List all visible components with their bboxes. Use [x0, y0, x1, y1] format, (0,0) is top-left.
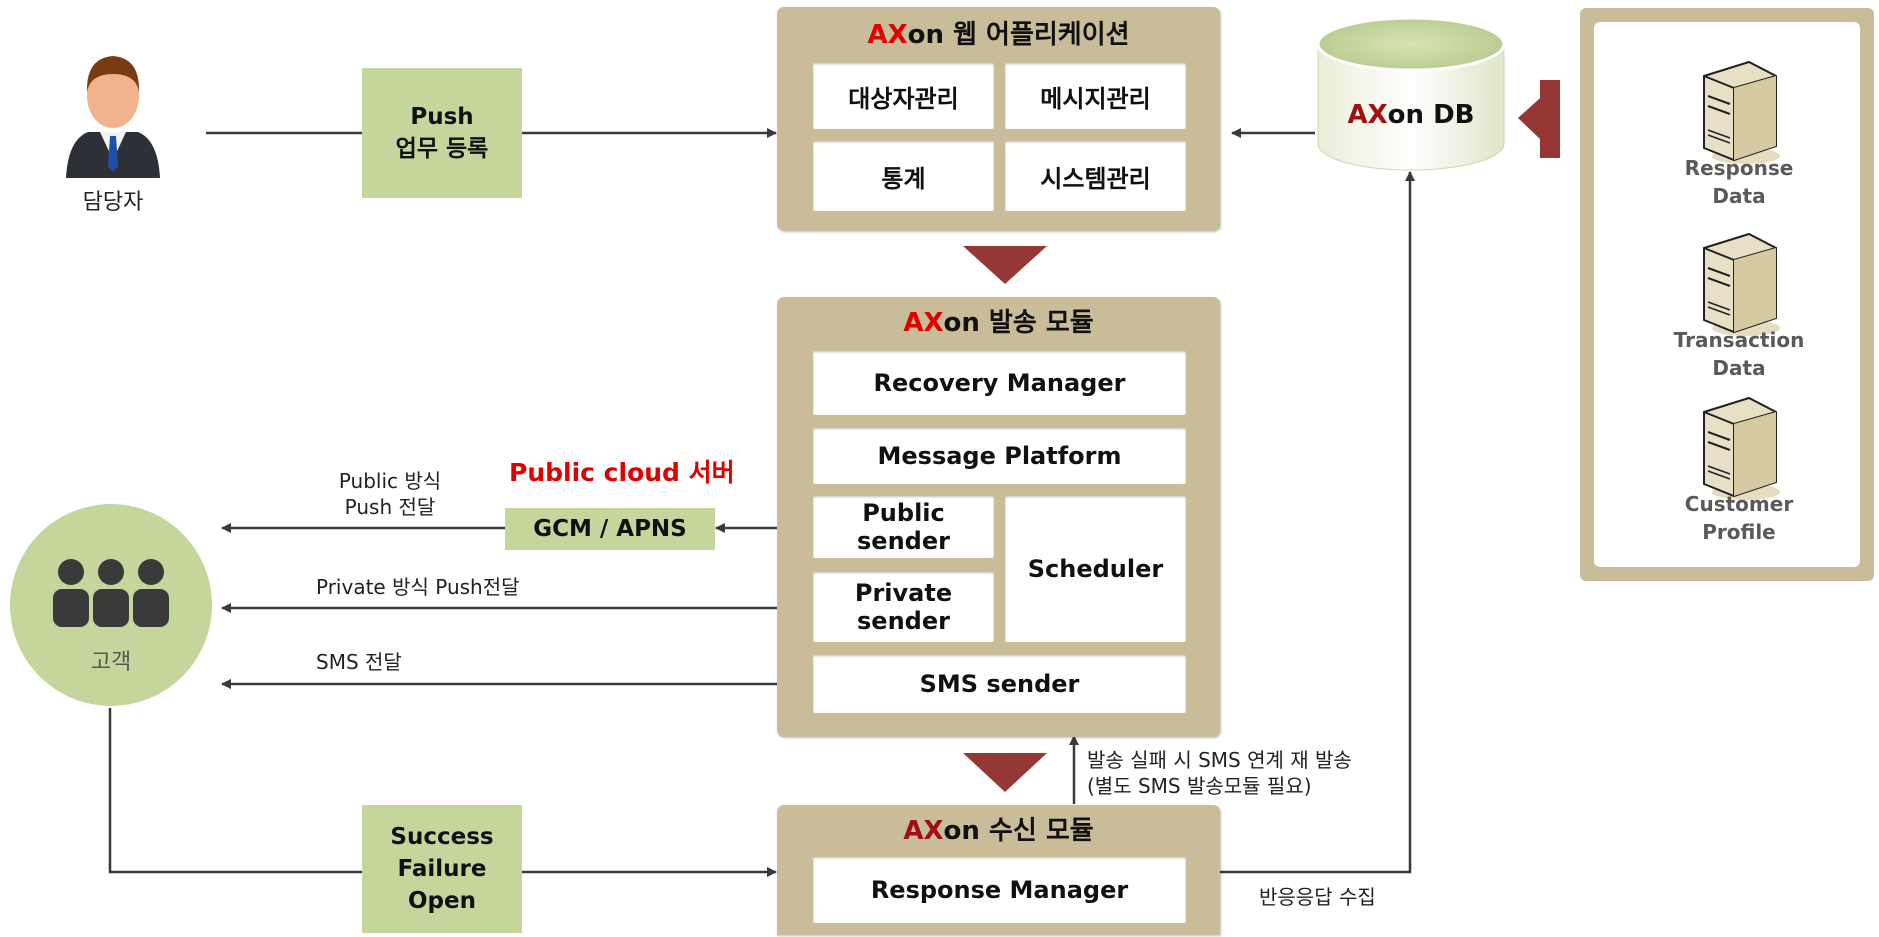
db-title-rest: on DB [1387, 100, 1475, 130]
web-app-title-ax: AX [867, 20, 908, 50]
person-icon [66, 56, 160, 178]
send-module-title-ax: AX [903, 308, 944, 338]
gcm-apns-label: GCM / APNS [533, 516, 687, 542]
db-title: AXon DB [1314, 100, 1508, 130]
sms-delivery-label: SMS 전달 [316, 650, 402, 674]
data-source-transaction: Transaction Data [1649, 326, 1829, 382]
edge-customer-to-receive [108, 708, 777, 877]
private-sender: Private sender [813, 572, 994, 642]
response-manager: Response Manager [813, 857, 1186, 923]
web-app-title-rest: on 웹 어플리케이션 [907, 20, 1130, 50]
data-source-response-line2: Data [1712, 184, 1766, 208]
flow-arrow-webapp-to-send [963, 246, 1047, 284]
public-push-label-line2: Push 전달 [344, 495, 436, 519]
recovery-manager: Recovery Manager [813, 351, 1186, 415]
manager-actor: 담당자 [58, 40, 168, 220]
public-push-label: Public 방식 Push 전달 [300, 468, 480, 520]
receive-module-title-ax: AX [903, 816, 944, 846]
private-push-label: Private 방식 Push전달 [316, 575, 520, 599]
push-register-line2: 업무 등록 [395, 136, 489, 162]
receive-module: AXon 수신 모듈 Response Manager [777, 805, 1220, 935]
retry-label-line2: (별도 SMS 발송모듈 필요) [1087, 774, 1312, 798]
public-cloud-title: Public cloud 서버 [509, 458, 735, 487]
server-icon [1703, 396, 1780, 500]
receive-module-title-rest: on 수신 모듈 [943, 816, 1094, 846]
gcm-apns-box: GCM / APNS [505, 508, 715, 550]
send-module-title-rest: on 발송 모듈 [943, 308, 1094, 338]
response-type-open: Open [408, 888, 476, 914]
response-type-success: Success [390, 824, 494, 850]
push-register-box: Push 업무 등록 [362, 68, 522, 198]
send-module: AXon 발송 모듈 Recovery Manager Message Plat… [777, 297, 1220, 737]
data-source-customer-line1: Customer [1684, 492, 1794, 516]
group-icon [53, 559, 169, 627]
push-register-line1: Push [410, 104, 474, 130]
data-source-customer: Customer Profile [1649, 490, 1829, 546]
response-types-box: Success Failure Open [362, 805, 522, 933]
public-sender: Public sender [813, 496, 994, 558]
public-push-label-line1: Public 방식 [338, 469, 442, 493]
customer-label: 고객 [90, 650, 132, 675]
retry-label-line1: 발송 실패 시 SMS 연계 재 발송 [1087, 748, 1352, 772]
customer-node: 고객 [10, 504, 212, 706]
server-icon [1703, 60, 1780, 164]
flow-arrow-send-to-receive [963, 753, 1047, 792]
database-icon [1316, 16, 1506, 171]
response-type-failure: Failure [397, 856, 487, 882]
data-source-transaction-line2: Data [1712, 356, 1766, 380]
data-source-customer-line2: Profile [1702, 520, 1776, 544]
manager-label: 담당자 [82, 190, 144, 215]
data-source-response: Response Data [1649, 154, 1829, 210]
web-app-module: AXon 웹 어플리케이션 대상자관리 메시지관리 통계 시스템관리 [777, 7, 1220, 231]
cell-message-management: 메시지관리 [1005, 63, 1186, 129]
data-sources-panel: Response Data Transaction Data [1580, 8, 1874, 581]
db-title-ax: AX [1347, 100, 1388, 130]
cell-statistics: 통계 [813, 141, 994, 211]
scheduler: Scheduler [1005, 496, 1186, 642]
axon-db: AXon DB [1314, 12, 1508, 174]
collect-label: 반응응답 수집 [1259, 885, 1376, 909]
receive-module-title: AXon 수신 모듈 [777, 814, 1220, 848]
flow-arrow-data-to-db-tail [1540, 80, 1560, 158]
sms-sender: SMS sender [813, 655, 1186, 713]
send-module-title: AXon 발송 모듈 [777, 306, 1220, 340]
web-app-title: AXon 웹 어플리케이션 [777, 18, 1220, 52]
message-platform: Message Platform [813, 428, 1186, 484]
retry-label: 발송 실패 시 SMS 연계 재 발송 (별도 SMS 발송모듈 필요) [1087, 747, 1352, 799]
cell-system-management: 시스템관리 [1005, 141, 1186, 211]
server-icon [1703, 232, 1780, 336]
edge-collect-to-db [1220, 171, 1415, 874]
data-source-transaction-line1: Transaction [1673, 328, 1805, 352]
cell-target-management: 대상자관리 [813, 63, 994, 129]
data-source-response-line1: Response [1684, 156, 1794, 180]
data-sources-inner: Response Data Transaction Data [1594, 22, 1860, 567]
